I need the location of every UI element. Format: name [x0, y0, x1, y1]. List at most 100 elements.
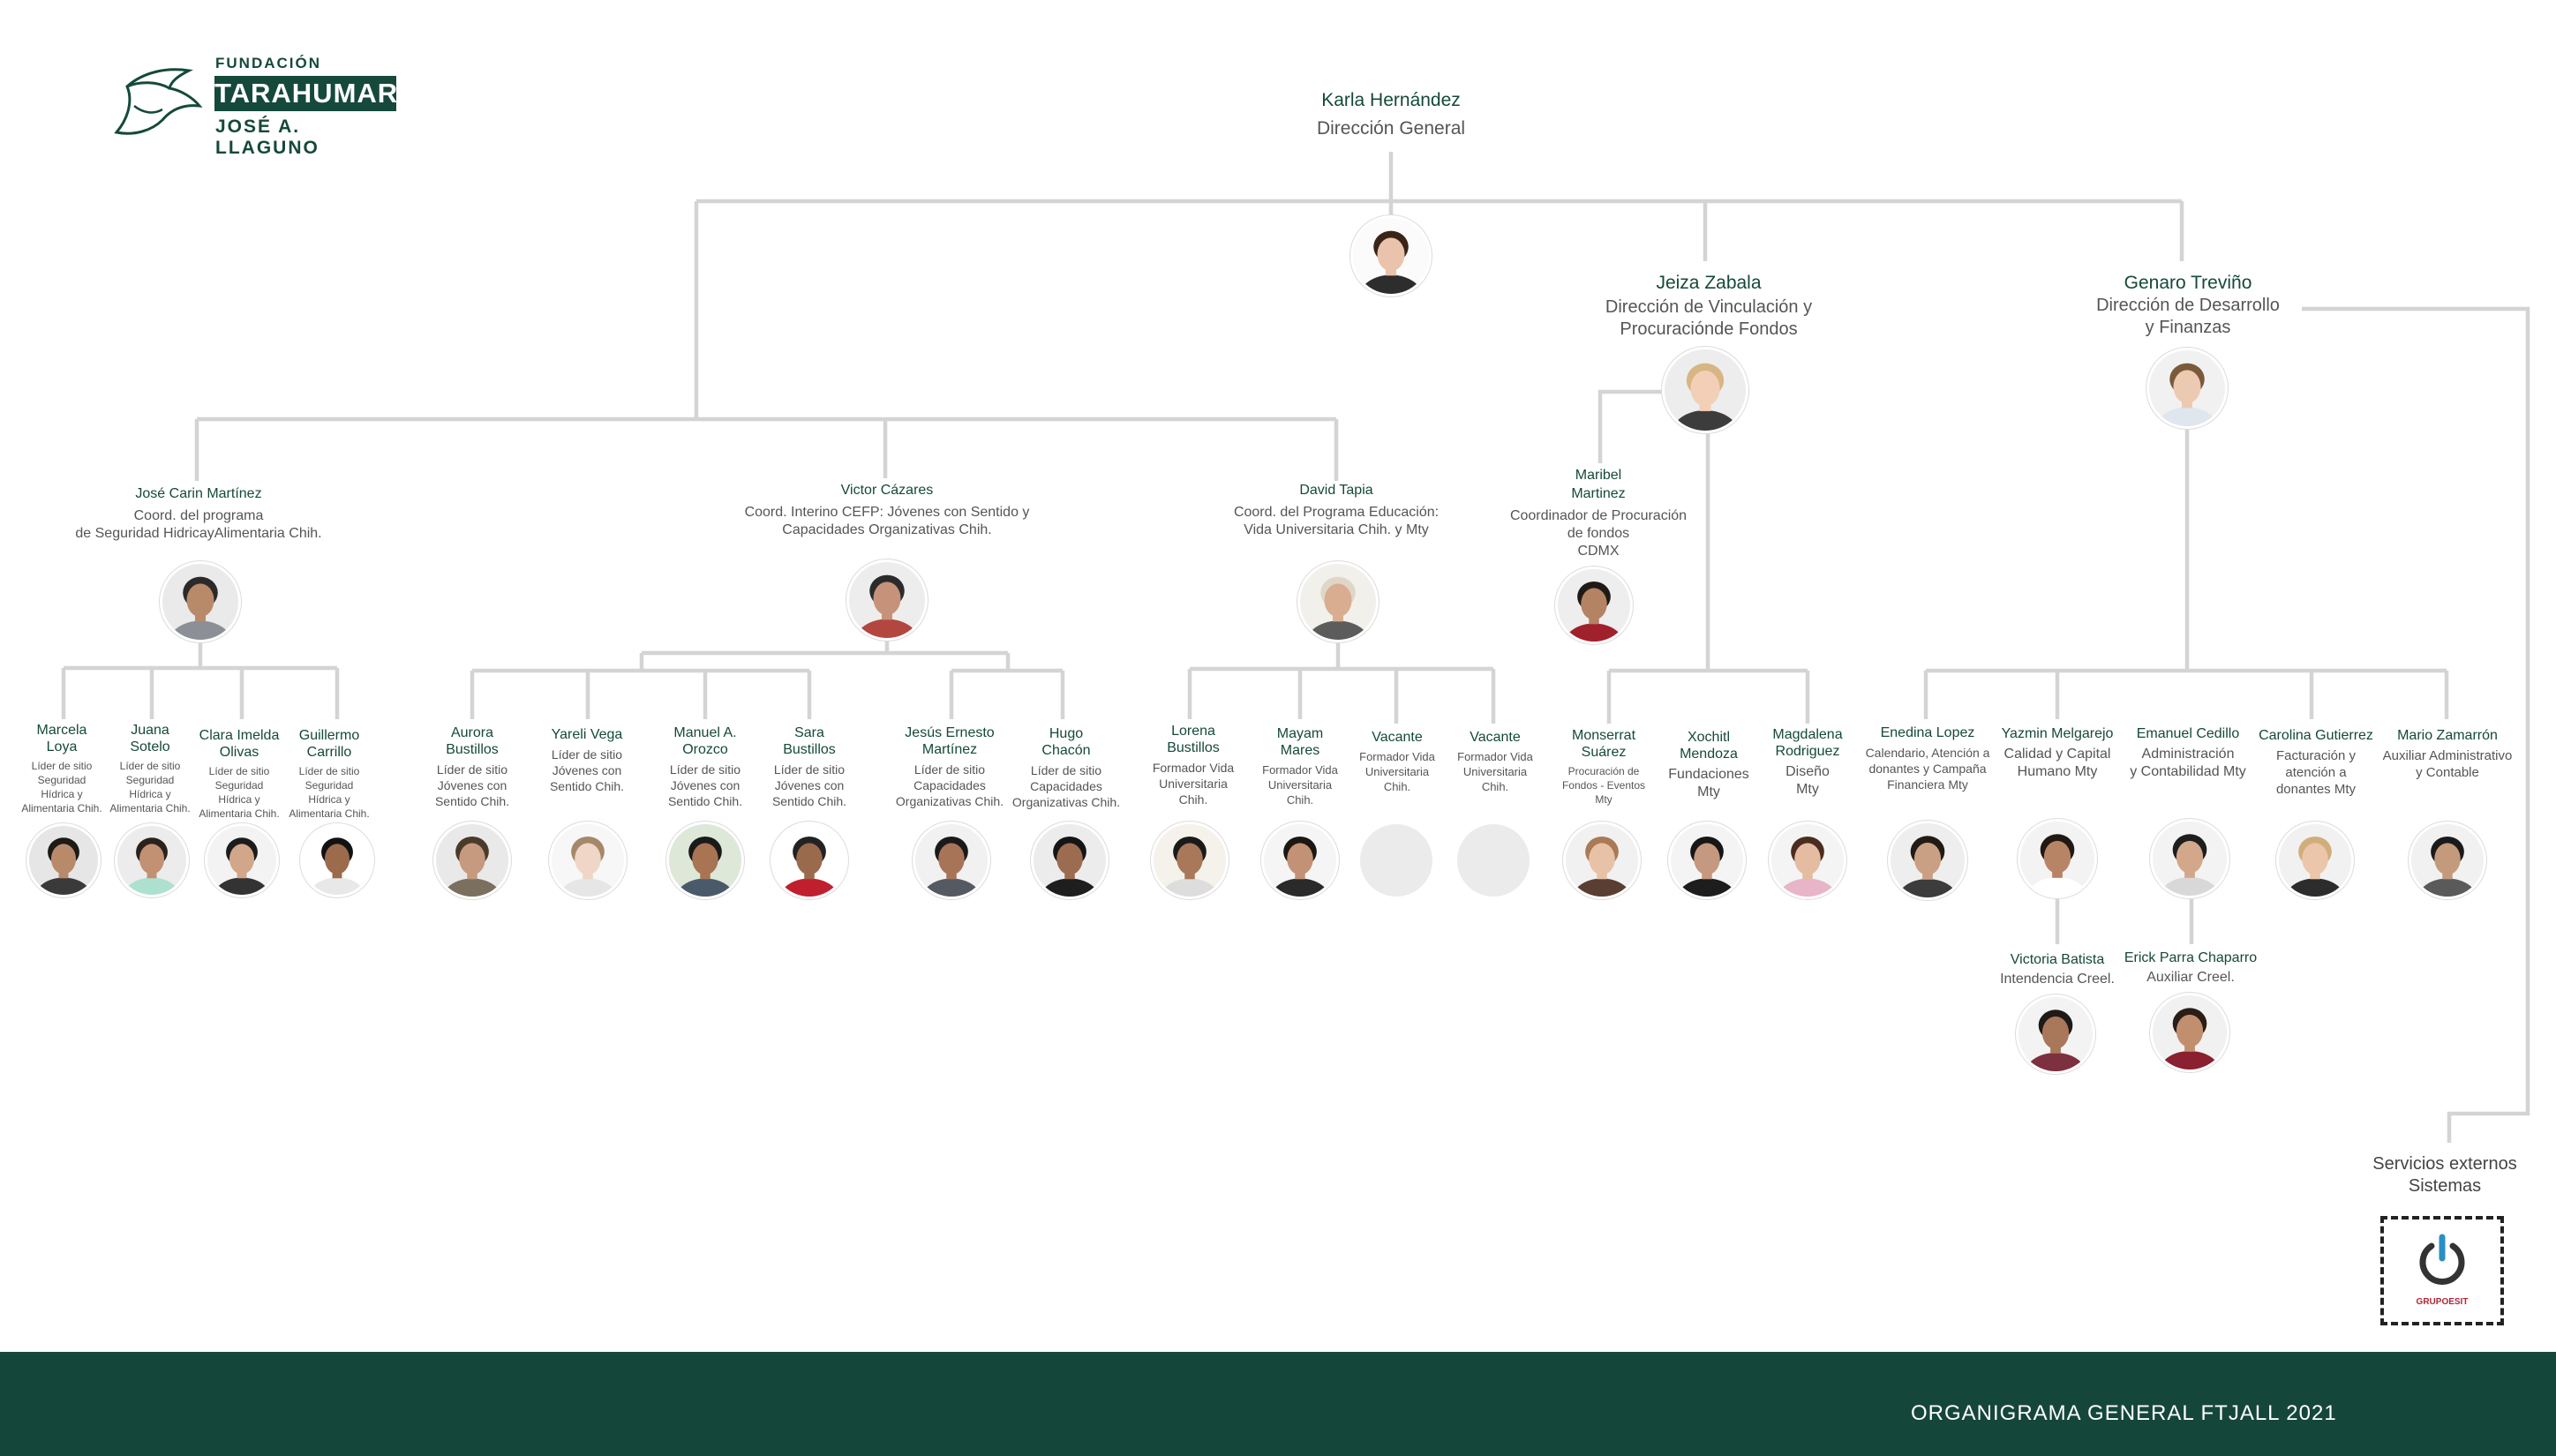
person-name-line: Magdalena [1772, 727, 1843, 742]
person-role-line: Dirección de Desarrollo [2096, 296, 2280, 315]
person-photo-avatar [205, 823, 279, 897]
person-name-line: Clara Imelda [199, 728, 280, 743]
person-role-line: Formador Vida [1359, 750, 1435, 763]
person-role-line: Chih. [1286, 793, 1314, 807]
person-role-line: Alimentaria Chih. [199, 807, 280, 820]
person-photo-avatar [160, 561, 241, 642]
person-role-line: Seguridad [304, 779, 354, 792]
person-role: Dirección General [1316, 118, 1466, 139]
person-role-line: Procuraciónde Fondos [1620, 319, 1798, 339]
footer-band [0, 1352, 2556, 1456]
person-role-line: Universitaria [1159, 777, 1228, 791]
person-name-line: Suárez [1581, 745, 1627, 760]
person-role-line: Hídrica y [129, 788, 171, 800]
person-name-line: Juana [131, 723, 169, 738]
person-photo-avatar [1563, 822, 1641, 899]
node-coord-seguridad: José Carin Martínez Coord. del programa … [75, 486, 321, 543]
person-photo-avatar [1031, 822, 1109, 899]
hat-figure-icon [114, 68, 203, 135]
person-name-line: Mario Zamarrón [2397, 728, 2498, 743]
person-role-line: de fondos [1567, 526, 1630, 541]
person-role-line: Capacidades [1030, 779, 1102, 793]
person-photo-avatar [300, 823, 374, 897]
person-name-line: Chacón [1041, 743, 1091, 758]
person-role-line: Formador Vida [1152, 761, 1235, 775]
person-photo-avatar [2150, 993, 2229, 1072]
node-director-finanzas: Genaro Treviño Dirección de Desarrollo y… [2096, 273, 2280, 339]
person-photo-avatar [2146, 348, 2228, 429]
person-role-line: y Contabilidad Mty [2130, 764, 2246, 779]
person-role-line: Chih. [1481, 780, 1509, 793]
person-role-line: Líder de sitio [669, 762, 741, 777]
person-name-line: Olivas [219, 745, 259, 760]
person-role-line: Universitaria [1267, 778, 1333, 792]
person-role-line: Jóvenes con [437, 778, 507, 792]
person-name-line: Marcela [36, 723, 87, 738]
person-name-line: Bustillos [783, 742, 836, 757]
person-photo-avatar [1261, 822, 1339, 899]
person-name-line: Xochitl [1687, 730, 1731, 745]
person-role-line: CDMX [1577, 544, 1620, 559]
person-role-line: Líder de sitio [298, 765, 360, 777]
external-provider-logo: GRUPOESIT [2380, 1216, 2504, 1325]
person-role-line: Diseño [1785, 764, 1830, 779]
person-name-line: Guillermo [298, 728, 360, 743]
node-coord-cefp: Victor Cázares Coord. Interino CEFP: Jóv… [745, 483, 1030, 539]
person-name-line: Yazmin Melgarejo [2001, 726, 2114, 741]
person-role-line: Auxiliar Administrativo [2382, 748, 2513, 763]
person-role-line: Chih. [1178, 792, 1208, 807]
person-name-line: Sara [794, 725, 824, 740]
person-name: Victor Cázares [840, 483, 934, 498]
person-name: David Tapia [1299, 483, 1373, 498]
person-name-line: Emanuel Cedillo [2136, 726, 2240, 741]
person-photo-avatar [2016, 994, 2095, 1074]
person-name-line: Sotelo [130, 739, 170, 754]
person-name-line: Vacante [1372, 730, 1423, 745]
node-director-general: Karla Hernández Dirección General [1317, 90, 1465, 139]
person-name-line: Aurora [450, 725, 494, 740]
person-role-line: Coord. del Programa Educación: [1233, 505, 1440, 520]
person-role-line: Vida Universitaria Chih. y Mty [1244, 522, 1429, 537]
person-role: Auxiliar Creel. [2146, 970, 2235, 985]
person-photo-avatar [771, 822, 848, 899]
person-photo-avatar [1151, 822, 1229, 899]
person-name: José Carin Martínez [135, 486, 262, 501]
person-role-line: Líder de sitio [436, 762, 508, 777]
person-role-line: Jóvenes con [774, 778, 845, 792]
person-role-line: y Contable [2416, 765, 2479, 780]
person-photo-avatar [2150, 819, 2229, 898]
person-name-line: Manuel A. [673, 725, 737, 740]
person-role-line: Líder de sitio [119, 760, 181, 772]
person-photo-avatar [1769, 822, 1846, 899]
person-name-line: Carolina Gutierrez [2259, 728, 2373, 743]
person-name-line: Mares [1280, 743, 1320, 758]
person-photo-avatar [1297, 561, 1379, 642]
person-role-line: Alimentaria Chih. [289, 807, 370, 820]
node-director-vinculacion: Jeiza Zabala Dirección de Vinculación y … [1605, 273, 1812, 341]
person-name-line: Carrillo [306, 745, 352, 760]
person-role-line: Coordinador de Procuración [1509, 508, 1688, 523]
person-photo-avatar [666, 822, 744, 899]
person-role-line: Coord. del programa [133, 508, 264, 523]
person-role-line: Líder de sitio [913, 762, 986, 777]
person-role-line: Sentido Chih. [667, 794, 743, 808]
person-role-line: Líder de sitio [773, 762, 846, 777]
person-photo-avatar [2409, 822, 2486, 899]
person-role-line: Mty [1595, 793, 1613, 806]
person-role-line: Jóvenes con [670, 778, 740, 792]
person-photo-avatar [1662, 347, 1748, 433]
node-servicios-externos: Servicios externos Sistemas [2372, 1153, 2516, 1197]
